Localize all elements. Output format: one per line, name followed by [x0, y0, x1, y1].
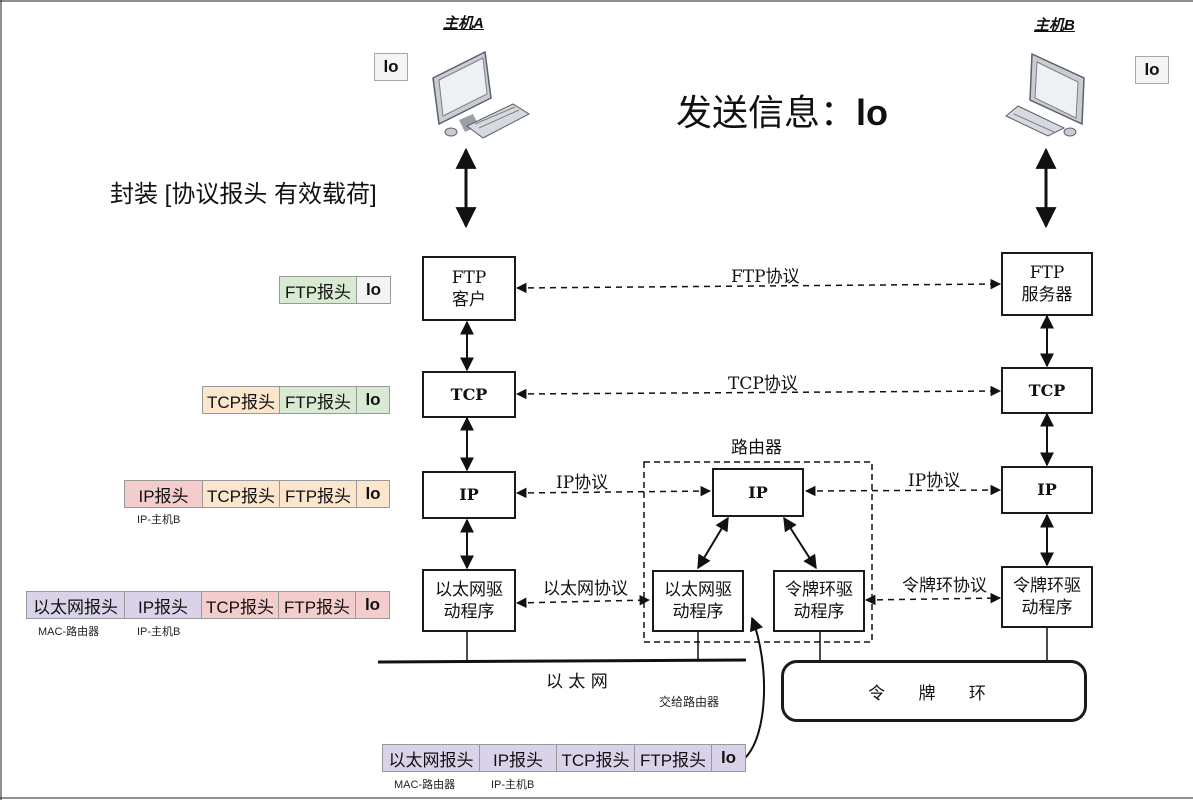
- ftp-protocol-arrow: [515, 278, 1002, 294]
- ftp-header-segment: FTP报头: [279, 276, 357, 304]
- ftp-client-box: FTP 客户: [422, 256, 516, 321]
- tcp-header-segment: TCP报头: [557, 744, 635, 772]
- page-title: 发送信息：lo: [676, 84, 888, 136]
- token-ring-protocol-arrow: [864, 592, 1002, 606]
- ethernet-header-segment: 以太网报头: [382, 744, 480, 772]
- ip-dest-tag: IP-主机B: [491, 779, 535, 791]
- title-text: 发送信息：: [676, 92, 857, 133]
- token-ring-network: 令 牌 环: [781, 660, 1087, 722]
- ftp-server-box: FTP 服务器: [1001, 252, 1093, 316]
- payload-segment: lo: [357, 480, 390, 508]
- token-ring-label: 令 牌 环: [868, 683, 1000, 704]
- payload-segment: lo: [712, 744, 746, 772]
- host-a-label: 主机A: [443, 15, 484, 32]
- tcp-header-segment: TCP报头: [202, 386, 280, 414]
- ethernet-label: 以 太 网: [546, 672, 608, 692]
- ip-dest-tag: IP-主机B: [137, 514, 181, 526]
- computer-icon: [1005, 52, 1085, 137]
- ftp-header-segment: FTP报头: [280, 386, 357, 414]
- router-enclosure: [643, 461, 873, 643]
- tcp-protocol-label: TCP协议: [728, 374, 798, 394]
- ethernet-bus: [377, 658, 747, 664]
- ip-layer-packet: IP报头 TCP报头 FTP报头 lo: [124, 480, 390, 508]
- ethernet-protocol-label: 以太网协议: [543, 579, 628, 599]
- mac-dest-tag: MAC-路由器: [394, 779, 456, 791]
- tcp-layer-packet: TCP报头 FTP报头 lo: [202, 386, 390, 414]
- token-ring-driver-box-host-b: 令牌环驱 动程序: [1001, 566, 1093, 628]
- ip-protocol-label-left: IP协议: [556, 473, 609, 493]
- router-label: 路由器: [731, 438, 782, 458]
- ftp-header-segment: FTP报头: [280, 480, 357, 508]
- tcp-box-host-a: TCP: [422, 371, 516, 418]
- payload-segment: lo: [356, 591, 390, 619]
- tcp-box-host-b: TCP: [1001, 367, 1093, 414]
- ethernet-driver-box-host-a: 以太网驱 动程序: [422, 569, 516, 632]
- token-ring-driver-box-router: 令牌环驱 动程序: [773, 570, 865, 632]
- ip-protocol-label-right: IP协议: [908, 471, 961, 491]
- ip-header-segment: IP报头: [125, 591, 202, 619]
- ftp-header-segment: FTP报头: [635, 744, 712, 772]
- handoff-packet: 以太网报头 IP报头 TCP报头 FTP报头 lo: [382, 744, 746, 772]
- payload-segment: lo: [357, 386, 390, 414]
- computer-icon: [432, 50, 531, 139]
- ethernet-header-segment: 以太网报头: [26, 591, 125, 619]
- host-b-label: 主机B: [1034, 17, 1075, 34]
- encapsulation-subtitle: 封装 [协议报头 有效载荷]: [110, 181, 377, 208]
- ip-protocol-arrow-right: [804, 484, 1002, 497]
- router-ip-tr-arrow: [783, 516, 817, 570]
- ftp-layer-packet: FTP报头 lo: [279, 276, 391, 304]
- ip-protocol-arrow-left: [515, 485, 712, 499]
- router-ip-eth-arrow: [697, 516, 729, 570]
- handoff-arrow: [744, 616, 766, 759]
- ip-box-host-a: IP: [422, 471, 516, 519]
- tcp-protocol-arrow: [515, 385, 1002, 400]
- token-ring-protocol-label: 令牌环协议: [902, 576, 987, 596]
- ethernet-layer-packet: 以太网报头 IP报头 TCP报头 FTP报头 lo: [26, 591, 390, 619]
- host-a-data: lo: [374, 53, 408, 81]
- handoff-label: 交给路由器: [659, 695, 720, 709]
- tcp-header-segment: TCP报头: [203, 480, 280, 508]
- ip-box-router: IP: [712, 468, 804, 517]
- eth-protocol-arrow: [515, 594, 651, 609]
- ip-box-host-b: IP: [1001, 466, 1093, 514]
- ip-header-segment: IP报头: [480, 744, 557, 772]
- payload-segment: lo: [357, 276, 391, 304]
- ftp-header-segment: FTP报头: [279, 591, 356, 619]
- host-b-data: lo: [1135, 56, 1169, 84]
- ip-header-segment: IP报头: [124, 480, 203, 508]
- ftp-protocol-label: FTP协议: [731, 267, 800, 287]
- tcp-header-segment: TCP报头: [202, 591, 279, 619]
- ip-dest-tag: IP-主机B: [137, 626, 181, 638]
- ethernet-driver-box-router: 以太网驱 动程序: [652, 570, 744, 632]
- title-payload: lo: [856, 92, 889, 133]
- mac-dest-tag: MAC-路由器: [38, 626, 100, 638]
